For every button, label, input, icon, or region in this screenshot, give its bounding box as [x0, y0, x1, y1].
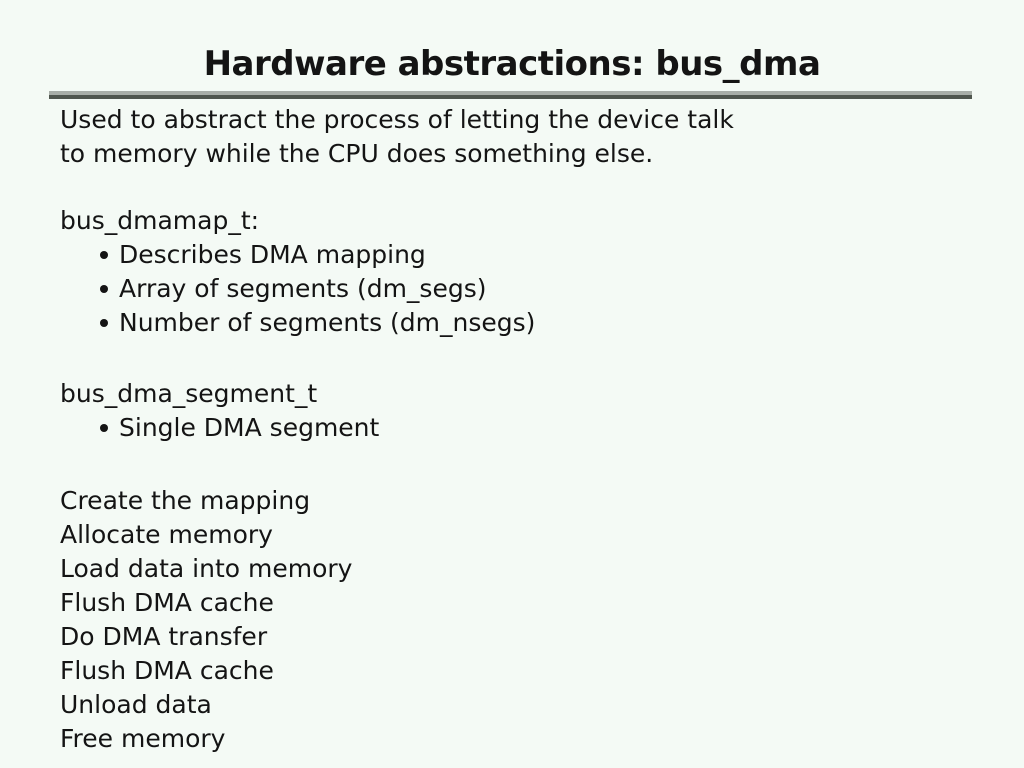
bullet-item: Describes DMA mapping	[100, 238, 535, 272]
bullet-item: Number of segments (dm_nsegs)	[100, 306, 535, 340]
step-line: Create the mapping	[60, 486, 311, 515]
slide-title: Hardware abstractions: bus_dma	[203, 44, 821, 84]
bullet-item: Array of segments (dm_segs)	[100, 272, 535, 306]
intro-line-1: Used to abstract the process of letting …	[60, 105, 734, 134]
section-heading-bus-dma-segment: bus_dma_segment_t	[60, 379, 318, 408]
intro-paragraph: Used to abstract the process of letting …	[60, 103, 734, 171]
steps-list: Create the mapping Allocate memory Load …	[60, 484, 352, 756]
bullet-text: Single DMA segment	[119, 413, 380, 442]
step-line: Do DMA transfer	[60, 622, 268, 651]
step-line: Load data into memory	[60, 554, 353, 583]
step-line: Flush DMA cache	[60, 588, 274, 617]
bullet-text: Array of segments (dm_segs)	[119, 274, 487, 303]
bullet-item: Single DMA segment	[100, 411, 379, 445]
step-line: Flush DMA cache	[60, 656, 274, 685]
bullet-dot-icon	[100, 285, 108, 293]
bullet-dot-icon	[100, 251, 108, 259]
section-bus-dma-segment: bus_dma_segment_t Single DMA segment	[60, 377, 379, 445]
step-line: Free memory	[60, 724, 226, 753]
section-bus-dmamap: bus_dmamap_t: Describes DMA mapping Arra…	[60, 204, 535, 340]
bullet-dot-icon	[100, 424, 108, 432]
section-heading-bus-dmamap: bus_dmamap_t:	[60, 206, 260, 235]
bullet-dot-icon	[100, 319, 108, 327]
step-line: Allocate memory	[60, 520, 273, 549]
bullet-text: Number of segments (dm_nsegs)	[119, 308, 536, 337]
bullet-list-bus-dma-segment: Single DMA segment	[60, 411, 379, 445]
title-underline-rule	[49, 91, 972, 99]
intro-line-2: to memory while the CPU does something e…	[60, 139, 654, 168]
step-line: Unload data	[60, 690, 212, 719]
bullet-list-bus-dmamap: Describes DMA mapping Array of segments …	[60, 238, 535, 340]
bullet-text: Describes DMA mapping	[119, 240, 426, 269]
